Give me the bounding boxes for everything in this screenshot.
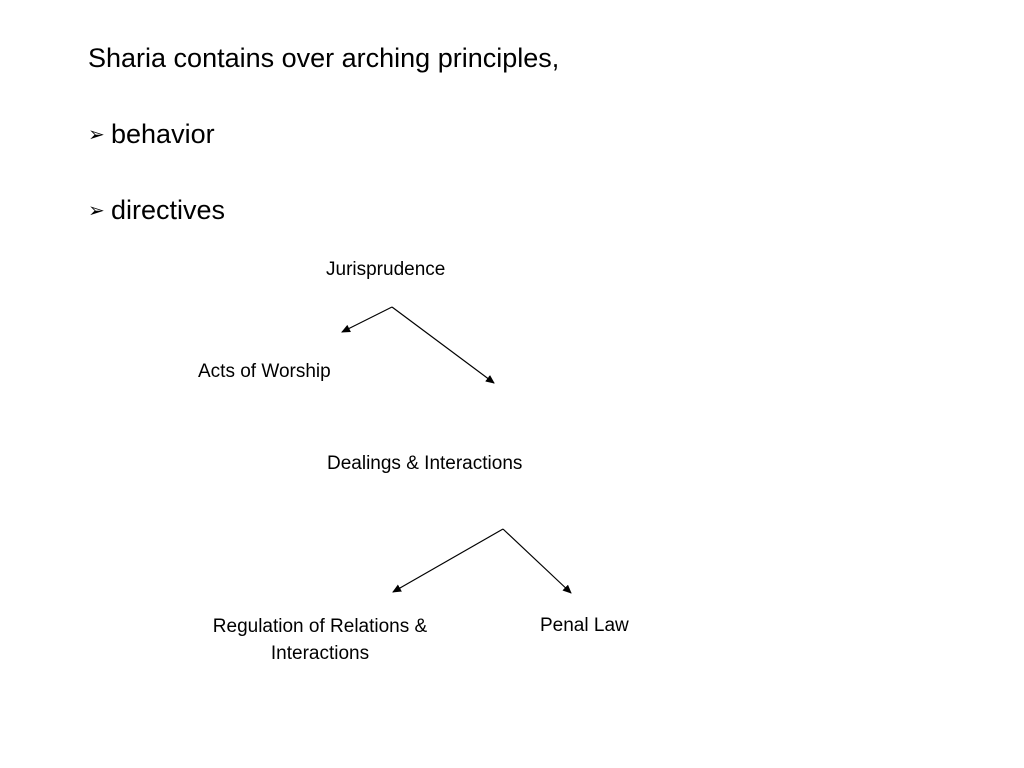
arrow-to-acts-of-worship [341, 306, 393, 333]
node-penal-law: Penal Law [540, 615, 629, 636]
slide-heading: Sharia contains over arching principles, [88, 43, 560, 73]
node-dealings-interactions: Dealings & Interactions [327, 453, 523, 474]
node-jurisprudence: Jurisprudence [326, 259, 446, 280]
node-acts-of-worship: Acts of Worship [198, 361, 331, 382]
node-regulation-of-relations: Regulation of Relations & Interactions [212, 616, 428, 664]
arrow-bullet-icon: ➢ [88, 200, 105, 222]
arrow-bullet-icon: ➢ [88, 124, 105, 146]
bullet-text: behavior [111, 119, 215, 149]
bullet-text: directives [111, 195, 226, 225]
arrow-to-regulation-of-relations [392, 528, 504, 593]
bullet-directives: ➢ directives [88, 192, 225, 229]
bullet-behavior: ➢ behavior [88, 116, 215, 153]
arrow-to-dealings-interactions [391, 306, 495, 384]
arrow-to-penal-law [502, 528, 572, 594]
